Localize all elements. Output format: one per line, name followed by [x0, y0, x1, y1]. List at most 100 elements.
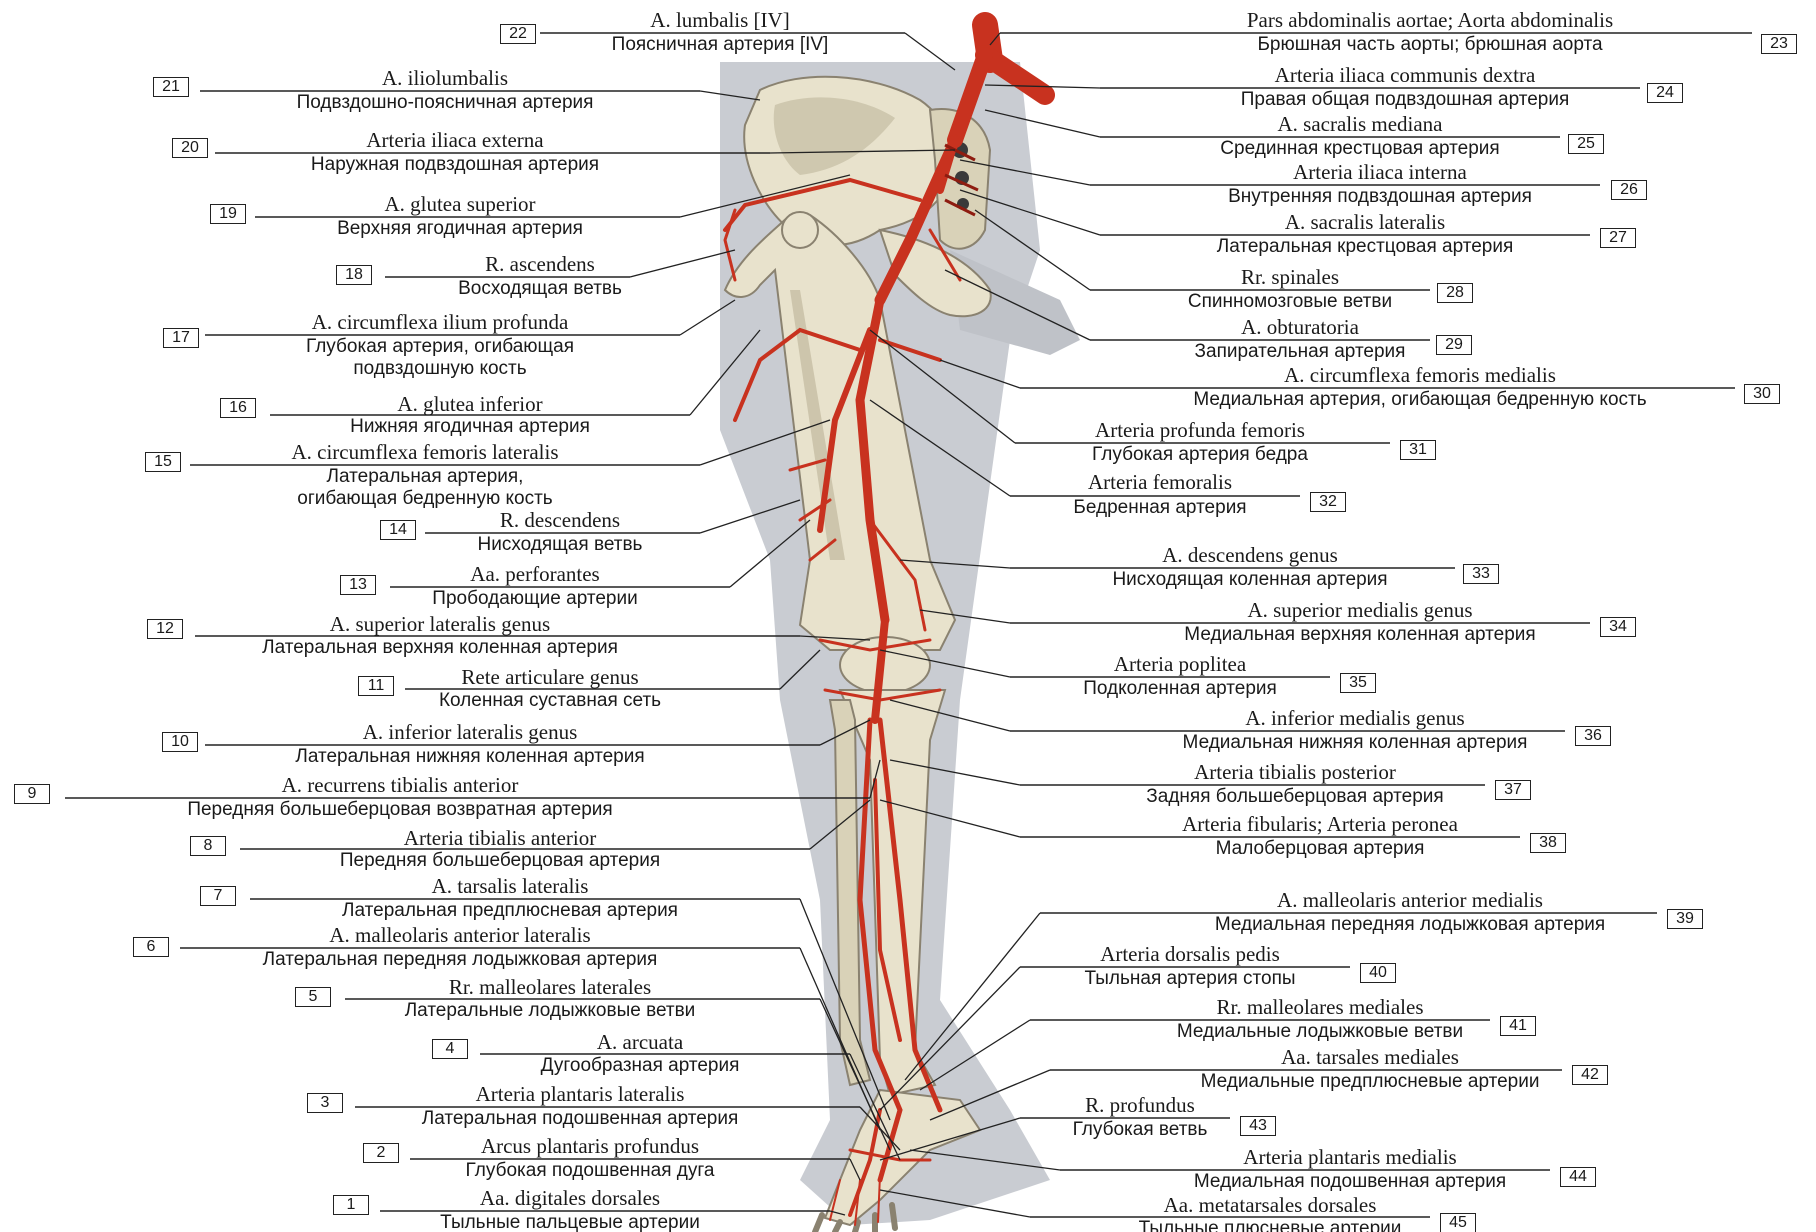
latin-term: A. tarsalis lateralis — [432, 874, 589, 898]
callout-number: 15 — [145, 452, 181, 472]
latin-term: Arteria iliaca interna — [1293, 160, 1467, 184]
russian-term: Внутренняя подвздошная артерия — [1228, 186, 1532, 208]
latin-term: A. sacralis lateralis — [1285, 210, 1445, 234]
latin-term: A. arcuata — [597, 1030, 683, 1054]
russian-term: Брюшная часть аорты; брюшная аорта — [1257, 34, 1602, 56]
femoral-head — [782, 212, 818, 248]
russian-term-line2: огибающая бедренную кость — [297, 488, 552, 510]
callout-number: 7 — [200, 886, 236, 906]
russian-term: Медиальная верхняя коленная артерия — [1184, 624, 1535, 646]
latin-term: A. circumflexa femoris medialis — [1284, 363, 1556, 387]
callout-number: 29 — [1436, 335, 1472, 355]
latin-term: Arteria tibialis posterior — [1194, 760, 1396, 784]
callout-number: 41 — [1500, 1016, 1536, 1036]
callout-number: 35 — [1340, 673, 1376, 693]
russian-term: Тыльные плюсневые артерии — [1139, 1218, 1402, 1232]
callout-number: 21 — [153, 77, 189, 97]
latin-term: Arteria iliaca communis dextra — [1275, 63, 1536, 87]
latin-term: Arteria plantaris lateralis — [476, 1082, 685, 1106]
russian-term: Запирательная артерия — [1195, 341, 1406, 363]
callout-number: 37 — [1495, 780, 1531, 800]
russian-term: Подколенная артерия — [1083, 678, 1277, 700]
russian-term: Медиальные лодыжковые ветви — [1177, 1021, 1463, 1043]
russian-term: Правая общая подвздошная артерия — [1241, 89, 1569, 111]
latin-term: A. malleolaris anterior medialis — [1277, 888, 1543, 912]
russian-term: Малоберцовая артерия — [1216, 838, 1425, 860]
latin-term: Arteria femoralis — [1088, 470, 1232, 494]
callout-number: 45 — [1440, 1213, 1476, 1232]
russian-term: Срединная крестцовая артерия — [1220, 138, 1499, 160]
russian-term: Дугообразная артерия — [541, 1055, 740, 1077]
leader-line — [630, 250, 735, 277]
latin-term: R. descendens — [500, 508, 620, 532]
callout-number: 5 — [295, 987, 331, 1007]
callout-number: 32 — [1310, 492, 1346, 512]
callout-number: 4 — [432, 1039, 468, 1059]
latin-term: A. superior medialis genus — [1247, 598, 1472, 622]
russian-term: Медиальная передняя лодыжковая артерия — [1215, 914, 1605, 936]
latin-term: A. descendens genus — [1162, 543, 1338, 567]
russian-term: Глубокая артерия, огибающая — [306, 336, 574, 358]
russian-term: Медиальная нижняя коленная артерия — [1183, 732, 1528, 754]
latin-term: Aa. metatarsales dorsales — [1164, 1193, 1377, 1217]
russian-term: Прободающие артерии — [432, 588, 637, 610]
callout-number: 26 — [1611, 180, 1647, 200]
latin-term: Rete articulare genus — [461, 665, 638, 689]
callout-number: 39 — [1667, 909, 1703, 929]
latin-term: Arteria dorsalis pedis — [1100, 942, 1280, 966]
callout-number: 24 — [1647, 83, 1683, 103]
callout-number: 44 — [1560, 1167, 1596, 1187]
russian-term-line2: подвздошную кость — [353, 358, 526, 380]
callout-number: 43 — [1240, 1116, 1276, 1136]
latin-term: A. glutea inferior — [397, 392, 542, 416]
russian-term: Латеральная нижняя коленная артерия — [295, 746, 644, 768]
russian-term: Латеральная предплюсневая артерия — [342, 900, 678, 922]
latin-term: Aa. digitales dorsales — [480, 1186, 660, 1210]
callout-number: 38 — [1530, 833, 1566, 853]
callout-number: 11 — [358, 676, 394, 696]
russian-term: Бедренная артерия — [1073, 497, 1246, 519]
latin-term: A. circumflexa ilium profunda — [312, 310, 569, 334]
russian-term: Спинномозговые ветви — [1188, 291, 1392, 313]
russian-term: Задняя большеберцовая артерия — [1146, 786, 1443, 808]
latin-term: Arteria tibialis anterior — [404, 826, 596, 850]
latin-term: A. glutea superior — [384, 192, 535, 216]
latin-term: Arteria profunda femoris — [1095, 418, 1305, 442]
latin-term: A. inferior lateralis genus — [363, 720, 578, 744]
latin-term: Rr. spinales — [1241, 265, 1339, 289]
latin-term: Arcus plantaris profundus — [481, 1134, 699, 1158]
russian-term: Наружная подвздошная артерия — [311, 154, 599, 176]
callout-number: 3 — [307, 1093, 343, 1113]
russian-term: Верхняя ягодичная артерия — [337, 218, 583, 240]
latin-term: A. iliolumbalis — [382, 66, 508, 90]
russian-term: Нижняя ягодичная артерия — [350, 416, 590, 438]
callout-number: 12 — [147, 619, 183, 639]
russian-term: Коленная суставная сеть — [439, 690, 661, 712]
latin-term: A. obturatoria — [1241, 315, 1359, 339]
callout-number: 22 — [500, 24, 536, 44]
callout-number: 30 — [1744, 384, 1780, 404]
russian-term: Латеральные лодыжковые ветви — [405, 1000, 696, 1022]
russian-term: Передняя большеберцовая артерия — [340, 850, 660, 872]
latin-term: R. ascendens — [485, 252, 595, 276]
callout-number: 14 — [380, 520, 416, 540]
latin-term: R. profundus — [1085, 1093, 1195, 1117]
latin-term: A. circumflexa femoris lateralis — [291, 440, 558, 464]
callout-number: 1 — [333, 1195, 369, 1215]
latin-term: A. sacralis mediana — [1277, 112, 1442, 136]
latin-term: Arteria fibularis; Arteria peronea — [1182, 812, 1458, 836]
callout-number: 13 — [340, 575, 376, 595]
callout-number: 36 — [1575, 726, 1611, 746]
callout-number: 40 — [1360, 963, 1396, 983]
latin-term: Pars abdominalis aortae; Aorta abdominal… — [1247, 8, 1613, 32]
russian-term: Тыльная артерия стопы — [1084, 968, 1295, 990]
latin-term: Arteria iliaca externa — [366, 128, 543, 152]
latin-term: Aa. tarsales mediales — [1281, 1045, 1459, 1069]
callout-number: 16 — [220, 398, 256, 418]
russian-term: Подвздошно-поясничная артерия — [297, 92, 594, 114]
callout-number: 34 — [1600, 617, 1636, 637]
russian-term: Медиальная артерия, огибающая бедренную … — [1193, 389, 1646, 411]
callout-number: 18 — [336, 265, 372, 285]
russian-term: Латеральная артерия, — [327, 466, 524, 488]
